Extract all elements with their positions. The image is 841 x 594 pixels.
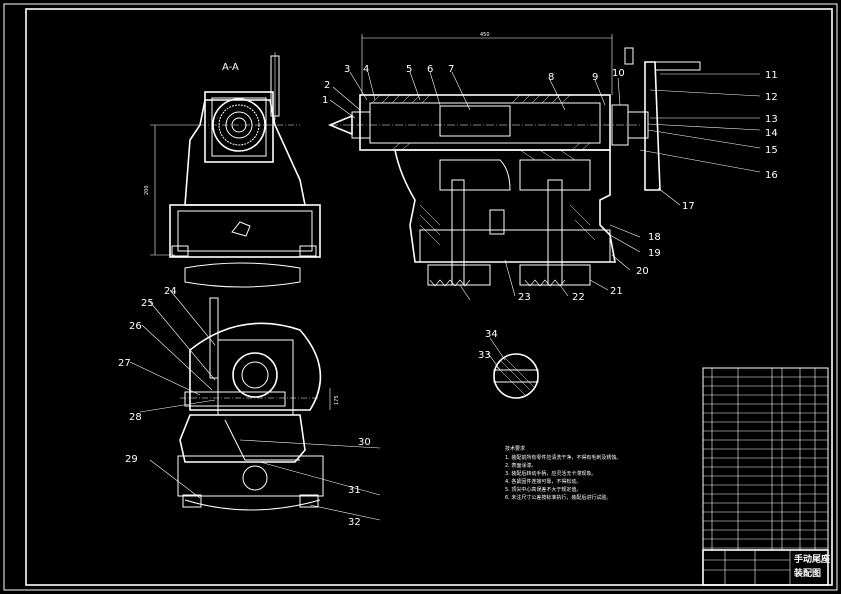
view-side: 175 — [177, 297, 340, 511]
balloon-13: 13 — [765, 114, 778, 125]
note-1: 1. 装配前所有零件应清洗干净，不得有毛刺及锈蚀。 — [505, 454, 621, 461]
parts-rows — [703, 376, 828, 549]
balloon-19: 19 — [648, 248, 661, 259]
note-3: 3. 装配后转动手柄，应灵活无卡滞现象。 — [505, 470, 596, 477]
technical-notes: 技术要求 1. 装配前所有零件应清洗干净，不得有毛刺及锈蚀。 2. 表面涂漆。 … — [505, 445, 621, 501]
balloon-34: 34 — [485, 329, 498, 340]
view-a-a: A-A 200 — [144, 52, 321, 288]
note-5: 5. 顶尖中心高误差不大于规定值。 — [505, 486, 581, 493]
balloon-30: 30 — [358, 437, 371, 448]
balloon-6: 6 — [427, 64, 433, 75]
balloon-5: 5 — [406, 64, 412, 75]
balloon-16: 16 — [765, 170, 778, 181]
title-line-1: 手动尾座 — [794, 553, 830, 565]
balloon-29: 29 — [125, 454, 138, 465]
balloon-33: 33 — [478, 350, 491, 361]
balloon-9: 9 — [592, 72, 598, 83]
balloon-2: 2 — [324, 80, 330, 91]
outer-border — [3, 3, 838, 591]
view-main-section: 450 — [327, 32, 701, 287]
view-detail-section — [493, 353, 539, 399]
balloon-31: 31 — [348, 485, 361, 496]
title-block: 手动尾座 装配图 — [702, 549, 830, 586]
balloon-17: 17 — [682, 201, 695, 212]
balloon-22: 22 — [572, 292, 585, 303]
balloon-20: 20 — [636, 266, 649, 277]
part-balloons: 1 2 3 4 5 6 7 8 9 10 11 12 13 14 15 16 1… — [118, 64, 778, 528]
balloon-11: 11 — [765, 70, 778, 81]
dim-left: 200 — [144, 185, 150, 195]
balloon-12: 12 — [765, 92, 778, 103]
notes-heading: 技术要求 — [505, 445, 525, 452]
balloon-21: 21 — [610, 286, 623, 297]
balloon-1: 1 — [322, 95, 328, 106]
balloon-7: 7 — [448, 64, 454, 75]
balloon-32: 32 — [348, 517, 361, 528]
section-label: A-A — [222, 62, 239, 73]
balloon-25: 25 — [141, 298, 154, 309]
drawing-frame — [25, 8, 833, 586]
balloon-27: 27 — [118, 358, 131, 369]
balloon-14: 14 — [765, 128, 778, 139]
balloon-10: 10 — [612, 68, 625, 79]
title-line-2: 装配图 — [793, 567, 821, 579]
leader-lines — [129, 71, 761, 521]
balloon-4: 4 — [363, 64, 369, 75]
balloon-15: 15 — [765, 145, 778, 156]
note-4: 4. 各紧固件连接可靠，不得松动。 — [505, 478, 581, 485]
note-2: 2. 表面涂漆。 — [505, 462, 536, 469]
note-6: 6. 未注尺寸公差按标准执行，装配后进行试验。 — [505, 494, 611, 501]
balloon-28: 28 — [129, 412, 142, 423]
dim-right: 175 — [334, 395, 340, 405]
balloon-3: 3 — [344, 64, 350, 75]
balloon-18: 18 — [648, 232, 661, 243]
balloon-24: 24 — [164, 286, 177, 297]
balloon-26: 26 — [129, 321, 142, 332]
balloon-8: 8 — [548, 72, 554, 83]
dim-top: 450 — [480, 32, 490, 38]
balloon-23: 23 — [518, 292, 531, 303]
